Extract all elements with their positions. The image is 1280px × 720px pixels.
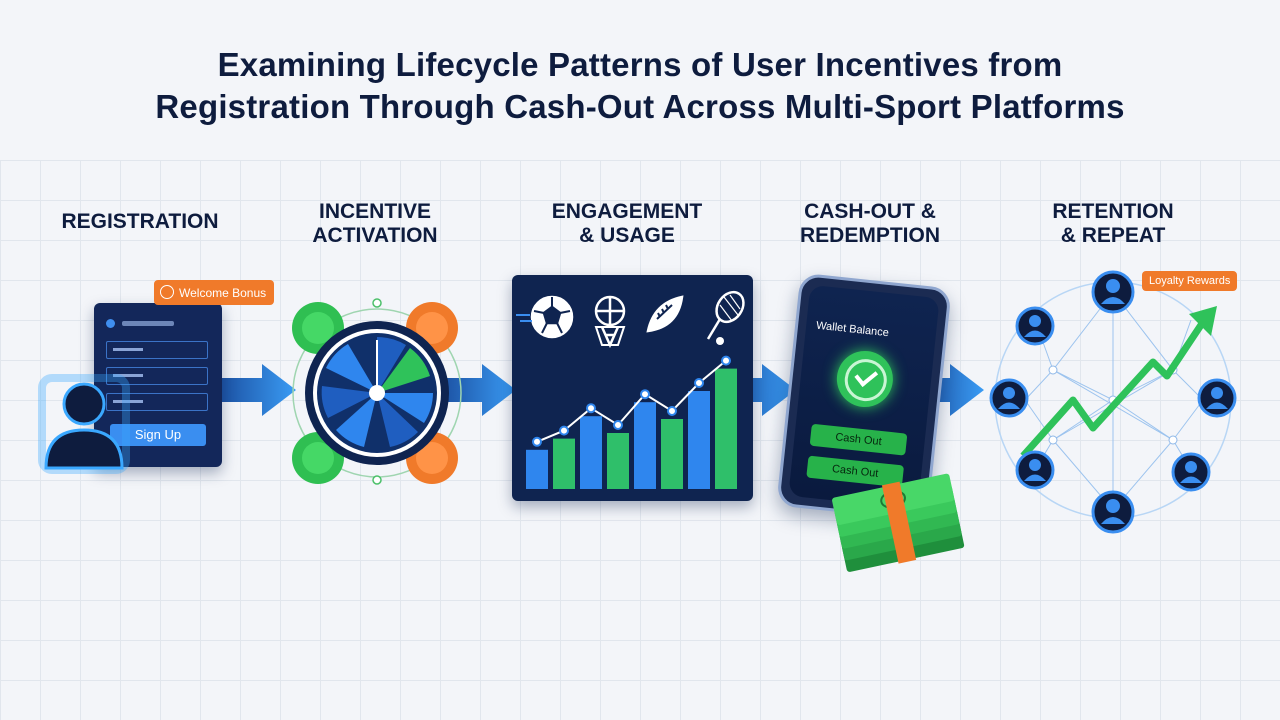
stage-label-line: & REPEAT: [1060, 224, 1166, 247]
stage-label-registration: REGISTRATION: [50, 210, 230, 234]
trend-point: [586, 403, 596, 414]
stage-label-retention: RETENTION & REPEAT: [1023, 200, 1203, 248]
soccer-ball-icon: [530, 295, 574, 339]
arrow-1-icon: [218, 364, 296, 416]
tennis-racket-icon: [706, 290, 745, 345]
arrow-2-icon: [440, 364, 516, 416]
engagement-bars: [526, 368, 737, 489]
growth-arrowhead-icon: [1189, 306, 1217, 336]
engagement-bar: [553, 438, 575, 489]
trend-point: [559, 425, 569, 436]
title-line-2: Registration Through Cash-Out Across Mul…: [155, 88, 1125, 125]
stage-label-line: CASH-OUT &: [804, 200, 936, 223]
stage-label-engagement: ENGAGEMENT & USAGE: [527, 200, 727, 248]
trend-point: [640, 389, 650, 400]
form-dot-icon: [106, 319, 115, 328]
engagement-bar: [526, 449, 548, 489]
engagement-trend-points: [532, 355, 731, 447]
orbit-node-bottom: [372, 475, 382, 485]
growth-arrow-icon: [1020, 314, 1210, 459]
cash-out-button-1[interactable]: Cash Out: [809, 423, 908, 456]
engagement-bar: [661, 419, 683, 489]
trend-point: [613, 420, 623, 430]
success-check-icon: [834, 348, 896, 410]
engagement-graphic: [516, 290, 745, 489]
football-icon: [646, 295, 684, 333]
engagement-bar: [688, 391, 710, 489]
stage-label-line: RETENTION: [1052, 200, 1174, 223]
form-field-3[interactable]: [106, 393, 208, 411]
arrow-4-icon: [918, 364, 984, 416]
page-title: Examining Lifecycle Patterns of User Inc…: [0, 44, 1280, 128]
user-node-right-icon: [1197, 378, 1237, 418]
form-field-2[interactable]: [106, 367, 208, 385]
stage-label-line: ENGAGEMENT: [551, 200, 703, 223]
user-node-bottom-icon: [1091, 490, 1135, 534]
user-node-lower-left-icon: [1015, 450, 1055, 490]
stage-label-line: REDEMPTION: [799, 224, 940, 247]
sign-up-button[interactable]: Sign Up: [110, 424, 206, 446]
arrow-3-icon: [716, 364, 796, 416]
stage-label-line: INCENTIVE: [318, 200, 431, 223]
stage-label-incentive: INCENTIVE ACTIVATION: [285, 200, 465, 248]
trend-point: [721, 355, 731, 366]
engagement-bar: [580, 416, 602, 489]
user-node-upper-left-icon: [1015, 306, 1055, 346]
trend-point: [532, 436, 542, 447]
basketball-icon: [594, 295, 626, 349]
wheel-segments-icon: [321, 336, 433, 447]
engagement-bar: [634, 402, 656, 489]
loyalty-rewards-badge: Loyalty Rewards: [1142, 271, 1238, 291]
engagement-bar: [607, 433, 629, 489]
cash-stack-icon: [832, 473, 965, 572]
user-node-left-icon: [989, 378, 1029, 418]
user-node-top-icon: [1091, 270, 1135, 314]
field-text-bar: [113, 348, 143, 351]
welcome-bonus-text: Welcome Bonus: [179, 286, 267, 300]
engagement-trend-line: [536, 359, 727, 443]
basketball-icon: [160, 285, 174, 299]
welcome-bonus-badge: Welcome Bonus: [154, 280, 275, 305]
engagement-bar: [715, 368, 737, 489]
stage-label-line: REGISTRATION: [61, 210, 219, 233]
field-text-bar: [113, 400, 143, 403]
form-heading-bar: [122, 321, 174, 326]
user-node-lower-right-icon: [1171, 452, 1211, 492]
incentive-wheel: [292, 298, 462, 485]
stage-label-line: & USAGE: [579, 224, 675, 247]
trend-point: [694, 378, 704, 388]
field-text-bar: [113, 374, 143, 377]
user-avatar-icon: [38, 374, 130, 474]
registration-form-card: Sign Up: [94, 303, 222, 467]
trend-point: [667, 406, 677, 416]
stage-label-line: ACTIVATION: [312, 224, 438, 247]
retention-network: [989, 270, 1237, 534]
stage-label-cashout: CASH-OUT & REDEMPTION: [775, 200, 965, 248]
wallet-balance-label: Wallet Balance: [815, 319, 890, 340]
orbit-node-top: [372, 298, 382, 308]
title-line-1: Examining Lifecycle Patterns of User Inc…: [217, 46, 1063, 83]
form-field-1[interactable]: [106, 341, 208, 359]
